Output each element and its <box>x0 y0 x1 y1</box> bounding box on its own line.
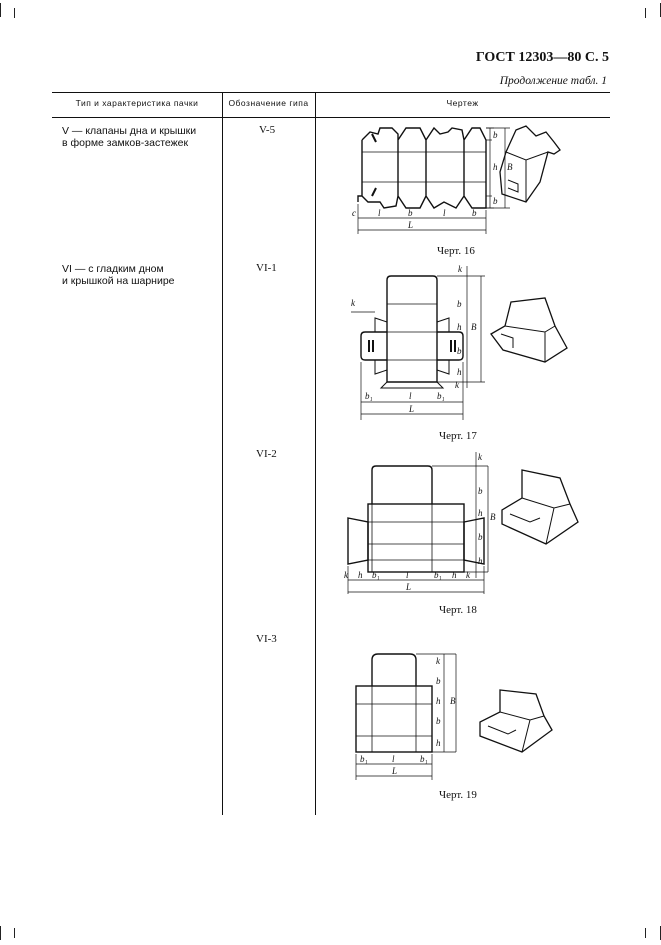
column-divider <box>315 92 316 815</box>
drawing-caption: Черт. 17 <box>439 430 477 442</box>
dim-label-h: h <box>436 738 441 748</box>
dim-label-h: h <box>457 322 462 332</box>
dim-label-l: l <box>378 208 381 218</box>
dim-label-B: B <box>507 162 513 172</box>
dim-label-b1: b₁ <box>360 754 368 764</box>
drawing-caption: Черт. 18 <box>439 604 477 616</box>
dim-label-b: b <box>457 346 462 356</box>
dim-label-B: B <box>450 696 456 706</box>
crop-mark <box>0 3 1 17</box>
type-line: в форме замков-застежек <box>62 137 189 149</box>
dim-label-B: B <box>490 512 496 522</box>
drawing-17: k b h B b h k k b₁ l b₁ L <box>351 264 568 420</box>
dim-label-L: L <box>405 582 411 592</box>
table-header-border <box>52 117 610 118</box>
dim-label-c: c <box>352 208 356 218</box>
type-line: V — клапаны дна и крышки <box>62 125 197 137</box>
type-line: и крышкой на шарнире <box>62 275 175 287</box>
dim-label-b: b <box>478 532 483 542</box>
type-code: V-5 <box>259 124 276 136</box>
dim-label-b: b <box>408 208 413 218</box>
column-header-drawing: Чертеж <box>446 98 479 108</box>
dim-label-l: l <box>392 754 395 764</box>
crop-mark <box>645 8 646 18</box>
type-description: VI — с гладким дном и крышкой на шарнире <box>62 263 175 287</box>
drawing-16: b h b B c l b l b L <box>352 125 561 234</box>
dim-label-l: l <box>406 570 409 580</box>
crop-mark <box>14 928 15 938</box>
drawing-19: k b h B b h b₁ l b₁ L <box>355 653 553 780</box>
dim-label-b1: b₁ <box>420 754 428 764</box>
dim-label-k: k <box>478 452 483 462</box>
dim-label-L: L <box>407 220 413 230</box>
dim-label-b1: b₁ <box>434 570 442 580</box>
type-description: V — клапаны дна и крышки в форме замков-… <box>62 125 196 149</box>
dim-label-L: L <box>391 766 397 776</box>
table-top-border <box>52 92 610 93</box>
dim-label-b1: b₁ <box>372 570 380 580</box>
type-line: VI — с гладким дном <box>62 263 164 275</box>
dim-label-h: h <box>493 162 498 172</box>
dim-label-b1: b₁ <box>365 391 373 401</box>
drawing-caption: Черт. 19 <box>439 789 477 801</box>
drawing-18: k b h B b h k h b₁ l b₁ h k L <box>344 452 579 594</box>
dim-label-k: k <box>344 570 349 580</box>
dim-label-B: B <box>471 322 477 332</box>
drawing-caption: Черт. 16 <box>437 245 475 257</box>
crop-mark <box>0 926 1 940</box>
dim-label-l: l <box>409 391 412 401</box>
dim-label-b: b <box>436 716 441 726</box>
type-code: VI-3 <box>256 633 277 645</box>
dim-label-h: h <box>452 570 457 580</box>
dim-label-k: k <box>351 298 356 308</box>
dim-label-k: k <box>436 656 441 666</box>
dim-label-b: b <box>493 196 498 206</box>
column-divider <box>222 92 223 815</box>
column-header-type: Тип и характеристика пачки <box>75 98 199 108</box>
table-continuation-label: Продолжение табл. 1 <box>499 75 607 87</box>
dim-label-h: h <box>478 556 483 566</box>
type-code: VI-1 <box>256 262 277 274</box>
dim-label-b: b <box>472 208 477 218</box>
dim-label-l: l <box>443 208 446 218</box>
dim-label-k: k <box>466 570 471 580</box>
dim-label-h: h <box>436 696 441 706</box>
dim-label-b: b <box>436 676 441 686</box>
dim-label-h: h <box>457 367 462 377</box>
dim-label-k: k <box>455 380 460 390</box>
dim-label-b: b <box>478 486 483 496</box>
dim-label-h: h <box>358 570 363 580</box>
dim-label-k: k <box>458 264 463 274</box>
page-header: ГОСТ 12303—80 С. 5 <box>475 50 609 65</box>
crop-mark <box>14 8 15 18</box>
column-header-code: Обозначение гипа <box>228 98 309 108</box>
dim-label-b: b <box>457 299 462 309</box>
dim-label-b: b <box>493 130 498 140</box>
type-code: VI-2 <box>256 448 277 460</box>
crop-mark <box>645 928 646 938</box>
dim-label-L: L <box>408 404 414 414</box>
dim-label-b1: b₁ <box>437 391 445 401</box>
dim-label-h: h <box>478 508 483 518</box>
